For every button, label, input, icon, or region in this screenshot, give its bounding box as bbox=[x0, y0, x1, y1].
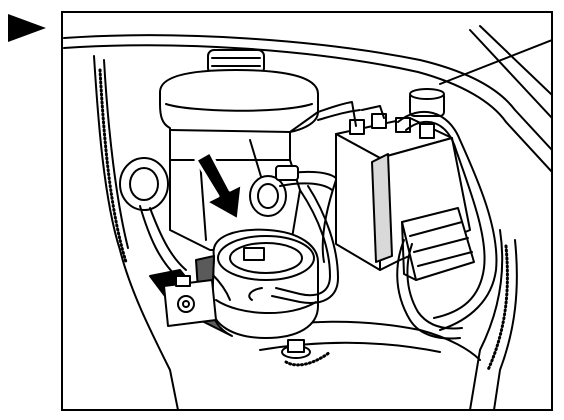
electrical-plug bbox=[396, 207, 475, 340]
fluid-reservoir bbox=[159, 49, 319, 161]
sensor-connector bbox=[249, 165, 339, 217]
arrow-down-icon bbox=[194, 150, 244, 222]
brake-lines bbox=[248, 101, 498, 331]
bottom-bolt bbox=[281, 339, 332, 367]
pump-unit bbox=[211, 228, 319, 339]
triangle-right-icon bbox=[8, 14, 46, 42]
mounting-bracket bbox=[163, 275, 217, 327]
